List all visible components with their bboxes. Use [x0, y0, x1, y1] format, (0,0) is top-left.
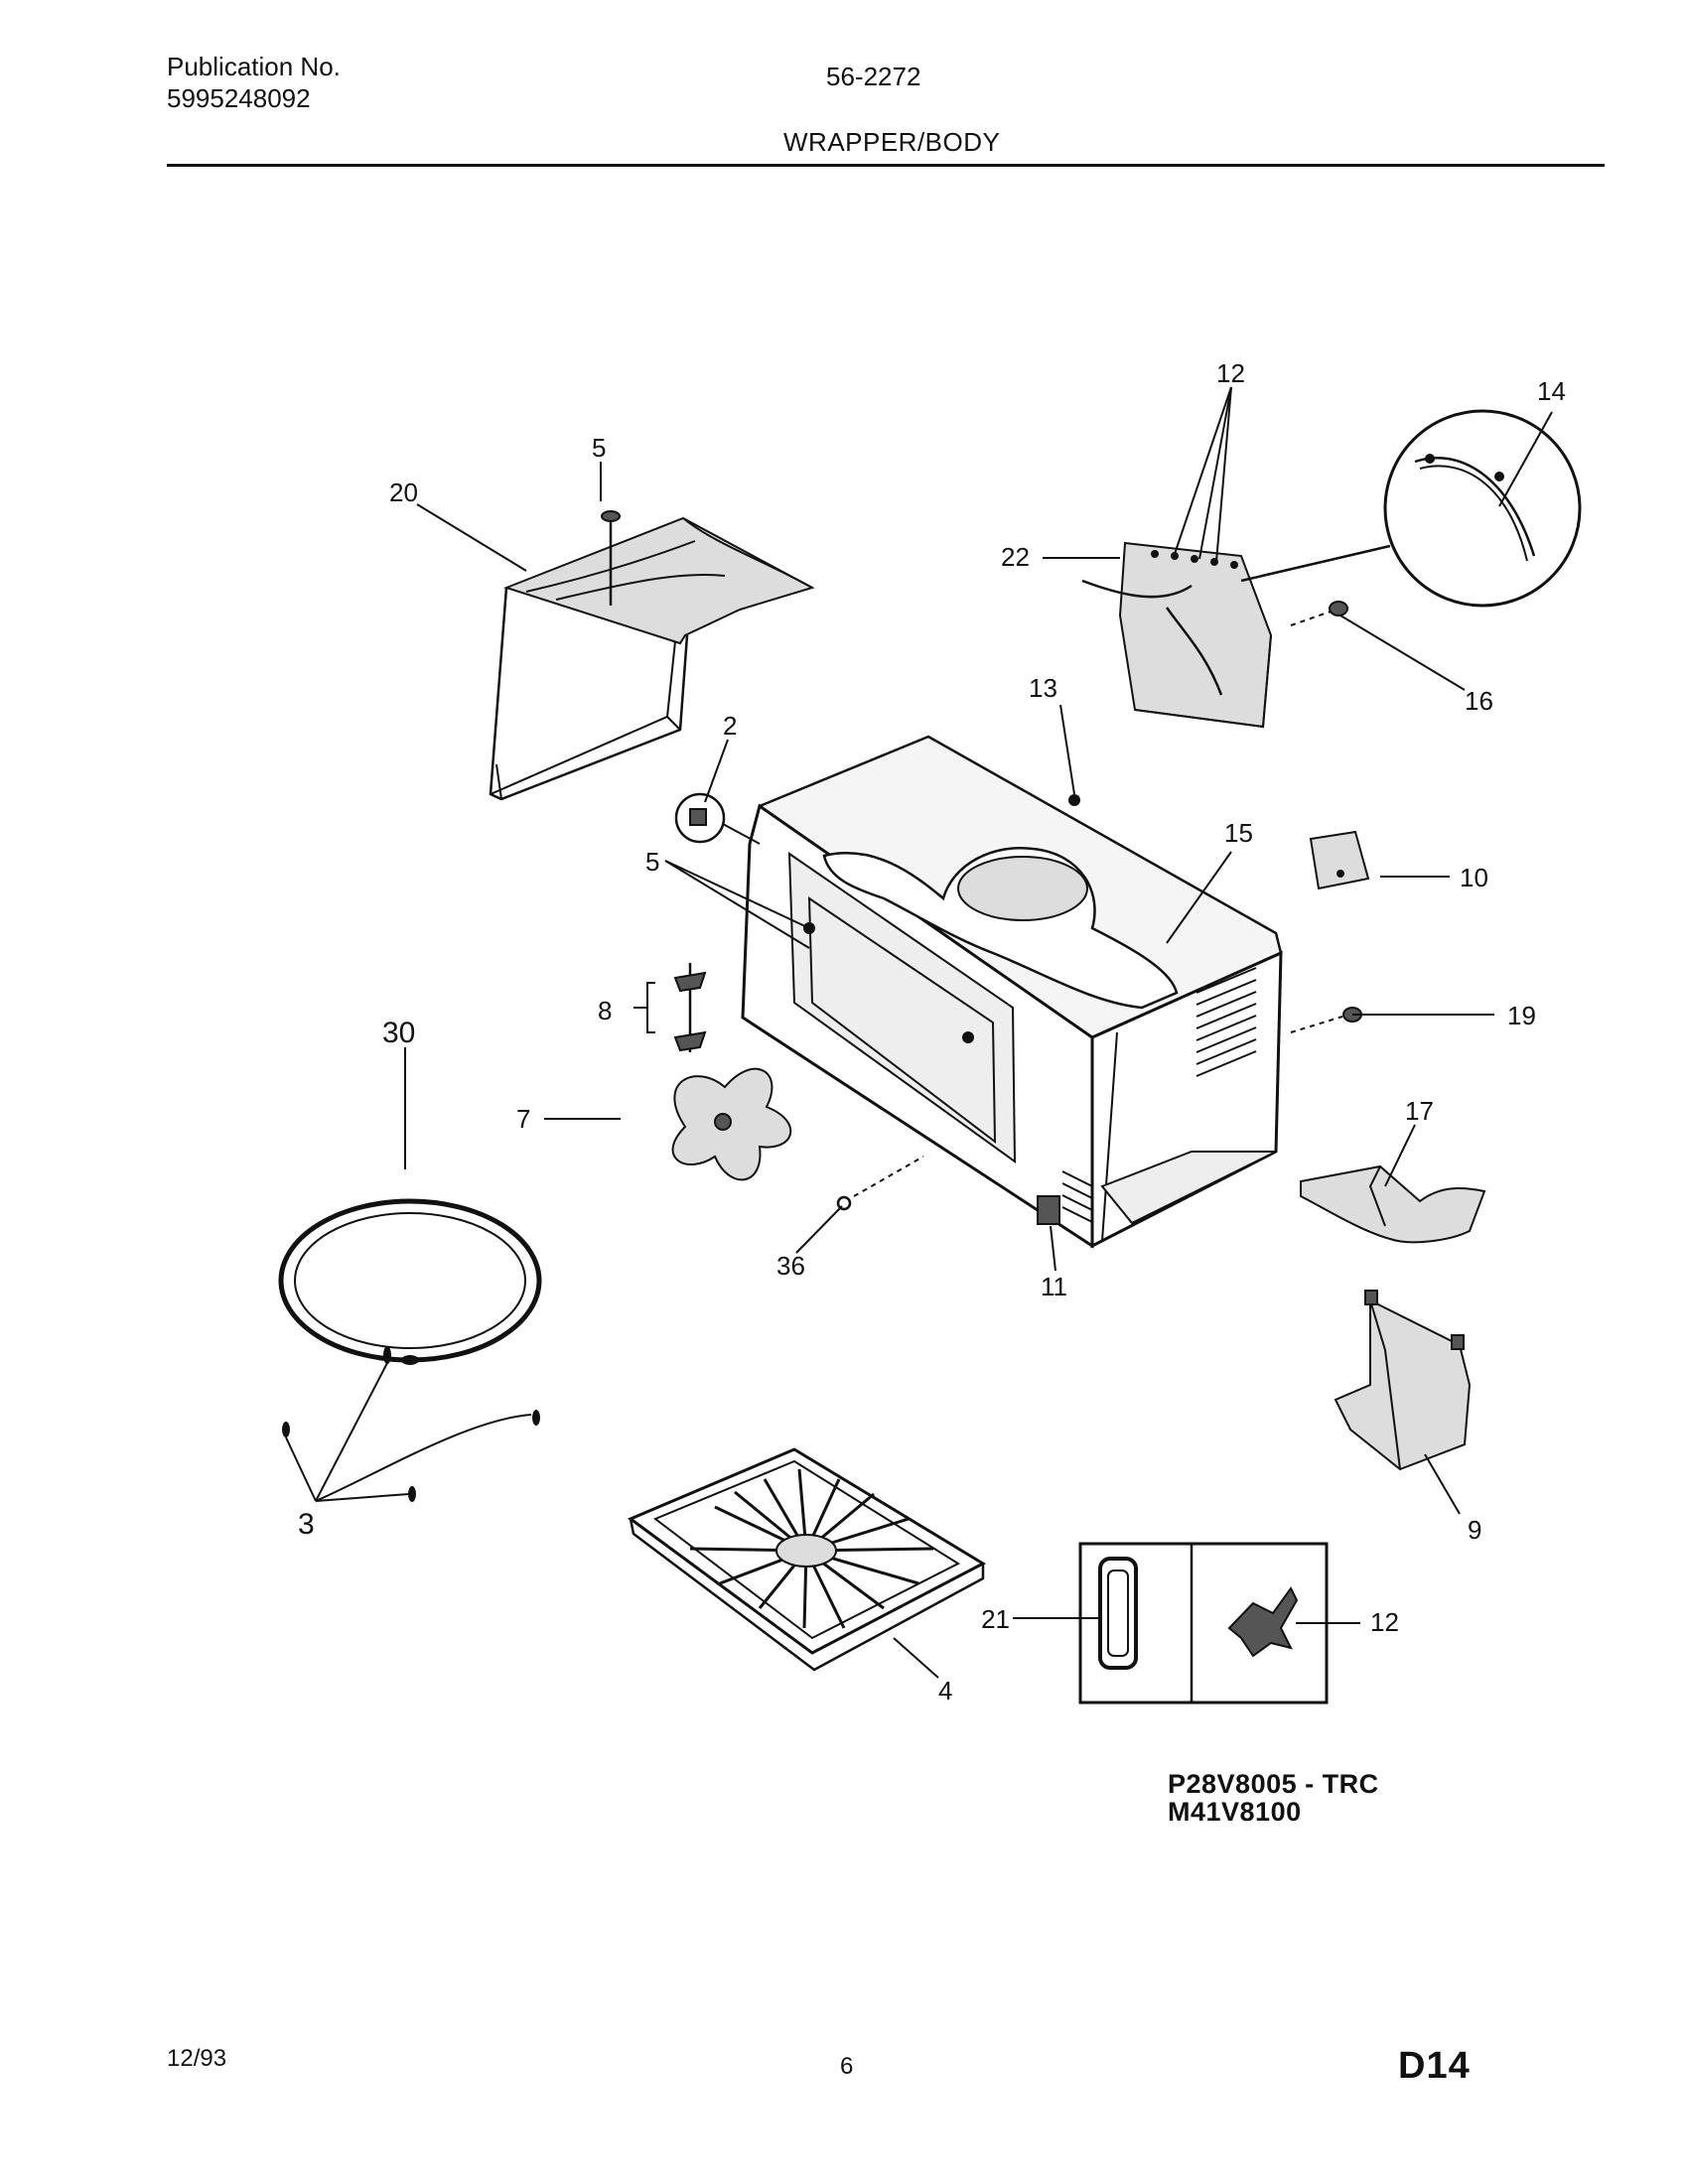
footer-date: 12/93 [167, 2045, 227, 2072]
callout-8: 8 [598, 996, 612, 1025]
part-14-detail-view [1383, 409, 1582, 608]
callout-16: 16 [1465, 686, 1493, 716]
callout-3: 3 [298, 1508, 315, 1541]
model-number-1: P28V8005 - TRC [1168, 1769, 1379, 1799]
header-rule [167, 164, 1605, 167]
model-number-2: M41V8100 [1168, 1797, 1302, 1827]
part-30-roller-ring [278, 1198, 542, 1365]
part-13-screw [1068, 794, 1080, 806]
part-22-bracket-assembly [1081, 541, 1391, 729]
callout-12-bottom: 12 [1370, 1607, 1399, 1637]
part-2-clip-detail [674, 792, 761, 845]
callout-2: 2 [723, 711, 737, 741]
part-5-screw-top [601, 510, 621, 606]
section-title: WRAPPER/BODY [779, 127, 1005, 158]
part-3-rollers [282, 1346, 540, 1502]
callout-4: 4 [938, 1676, 952, 1706]
callout-19: 19 [1507, 1001, 1536, 1030]
part-9-deflector [1334, 1290, 1472, 1471]
callout-20: 20 [389, 478, 418, 507]
callout-15: 15 [1224, 818, 1253, 848]
part-20-wrapper-cover [489, 516, 815, 801]
part-8-motor-bracket [646, 963, 707, 1052]
callout-9: 9 [1468, 1515, 1481, 1545]
part-7-fan-blade [671, 1067, 792, 1181]
part-36-screw [836, 1156, 924, 1211]
leader-lines [285, 386, 1553, 1679]
callout-numbers: 12 14 22 16 5 20 13 2 15 10 5 19 8 30 7 … [298, 358, 1566, 1706]
callout-14: 14 [1537, 376, 1566, 406]
part-10-plate [1309, 830, 1370, 890]
callout-36: 36 [776, 1251, 805, 1281]
callout-17: 17 [1405, 1096, 1434, 1126]
callout-7: 7 [516, 1104, 530, 1134]
callout-30: 30 [382, 1017, 415, 1049]
callout-5-mid: 5 [645, 847, 659, 877]
publication-number: 5995248092 [167, 83, 311, 113]
boxed-parts-21-12 [1078, 1542, 1329, 1705]
callout-12-top: 12 [1216, 358, 1245, 388]
main-body-cavity [741, 735, 1283, 1249]
publication-label: Publication No. [167, 52, 341, 81]
part-17-duct [1300, 1164, 1486, 1244]
callout-10: 10 [1460, 863, 1488, 892]
callout-5-top: 5 [592, 433, 606, 463]
callout-22: 22 [1001, 542, 1030, 572]
footer-page-number: 6 [840, 2053, 854, 2080]
footer-code: D14 [1398, 2045, 1471, 2087]
callout-21: 21 [981, 1604, 1010, 1634]
part-19-screw [1290, 1007, 1362, 1033]
part-16-screw [1290, 601, 1348, 626]
callout-11: 11 [1041, 1272, 1067, 1301]
document-number: 56-2272 [826, 62, 921, 91]
part-4-tray [627, 1447, 987, 1672]
callout-13: 13 [1029, 673, 1057, 703]
